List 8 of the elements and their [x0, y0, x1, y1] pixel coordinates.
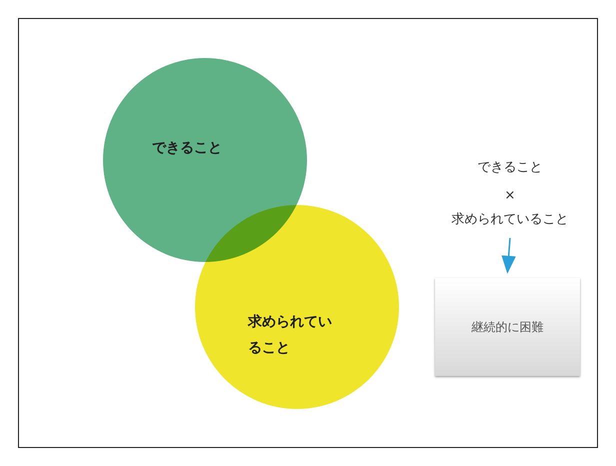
box-label: 継続的に困難 [472, 318, 544, 336]
result-box [435, 278, 580, 376]
circle-label: 求められていること [248, 313, 332, 358]
circle-label: できること [152, 139, 223, 158]
caption-text: 求められていること [450, 211, 570, 228]
times-sign: × [504, 188, 516, 203]
caption-text: できること [476, 159, 544, 176]
arrow [502, 238, 516, 274]
